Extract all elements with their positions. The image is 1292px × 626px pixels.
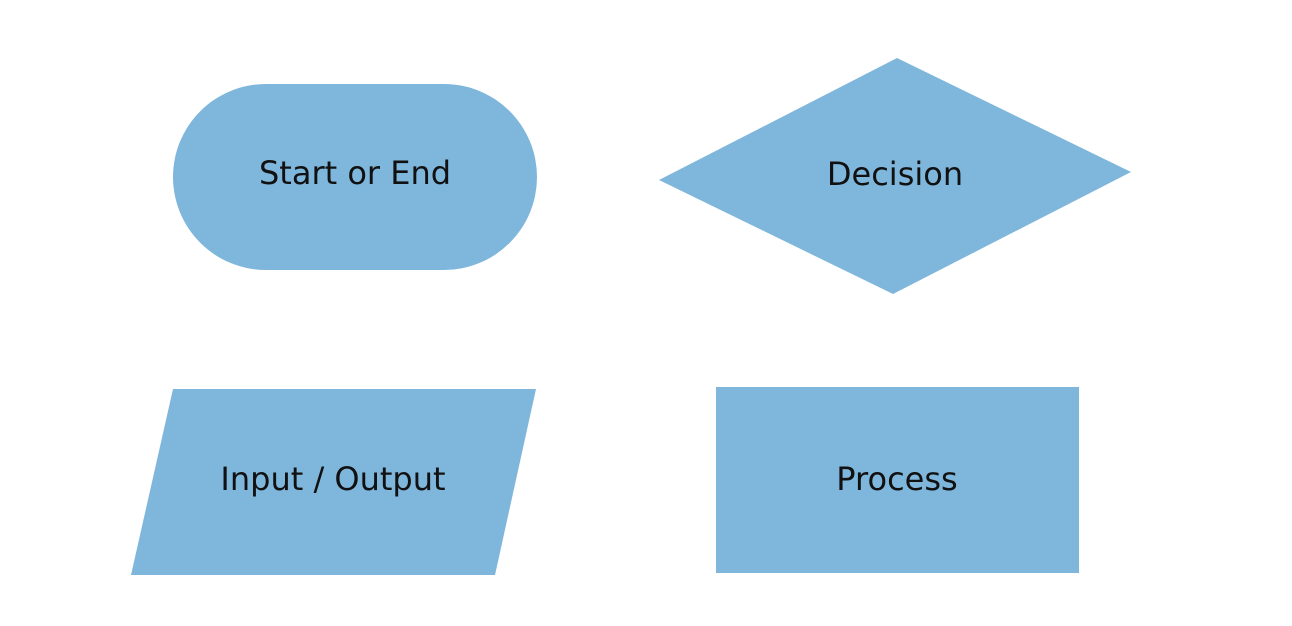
input-output-parallelogram <box>131 389 536 575</box>
terminator-shape: Start or End <box>173 84 537 270</box>
terminator-label: Start or End <box>259 154 451 192</box>
process-label: Process <box>836 460 957 498</box>
decision-shape: Decision <box>659 58 1131 294</box>
decision-diamond <box>659 58 1131 294</box>
input-output-shape: Input / Output <box>131 389 536 575</box>
input-output-label: Input / Output <box>220 460 445 498</box>
terminator-pill <box>173 84 537 270</box>
process-shape: Process <box>716 387 1079 573</box>
process-rectangle <box>716 387 1079 573</box>
decision-label: Decision <box>827 155 963 193</box>
